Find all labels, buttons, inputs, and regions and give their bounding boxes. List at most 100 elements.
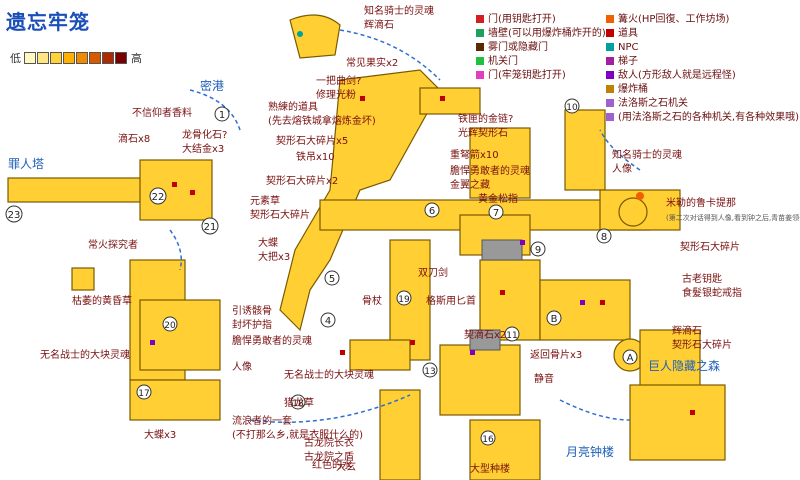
legend-item: 门(用钥匙打开): [476, 14, 556, 26]
item-label: 一把曲剑?: [316, 76, 362, 87]
legend-item: 法洛斯之石机关: [606, 98, 688, 110]
legend-item: 篝火(HP回復、工作坊场): [606, 14, 729, 26]
marker-9: 9: [530, 241, 546, 257]
legend-item: 墙壁(可以用爆炸桶炸开的): [476, 28, 606, 40]
item-label: 龙骨化石?: [182, 130, 228, 141]
item-label: 铁匣的金链?: [458, 114, 514, 125]
item-label: 古龙院之盾: [304, 452, 354, 463]
item-label: (先去熔铁城拿熔炼金坏): [268, 116, 376, 127]
place-yueguang-tower: 月亮钟楼: [566, 445, 615, 459]
item-label: 古老钥匙: [682, 274, 722, 285]
item-label: 大玄: [336, 462, 356, 473]
legend-text: 墙壁(可以用爆炸桶炸开的): [488, 28, 606, 39]
item-label: 人像: [612, 164, 632, 175]
scale-swatch: [24, 52, 36, 64]
legend-swatch-icon: [606, 43, 614, 51]
svg-text:17: 17: [138, 389, 149, 399]
item-label: 不信仰者香料: [132, 108, 192, 119]
svg-text:21: 21: [204, 222, 217, 233]
item-label: 辉滴石: [672, 326, 702, 337]
legend-swatch-icon: [606, 57, 614, 65]
scale-low-label: 低: [10, 52, 21, 65]
item-label: 契形石大碎片: [680, 242, 740, 253]
svg-text:19: 19: [398, 295, 410, 305]
item-label: 猎龙草: [284, 398, 314, 409]
legend-swatch-icon: [476, 43, 484, 51]
map-number-markers: 22 21 23 1 20 17 10 9 8 11 16 13 19 18 4…: [5, 98, 638, 446]
danger-scale: 低 高: [10, 50, 142, 66]
marker-11: 11: [504, 326, 520, 342]
svg-text:7: 7: [493, 208, 499, 219]
legend-swatch-icon: [476, 15, 484, 23]
item-label: 骨杖: [362, 296, 382, 307]
item-label: 双刀剑: [418, 268, 448, 279]
legend-text: 机关门: [488, 56, 518, 67]
marker-1: 1: [214, 106, 230, 122]
legend-item: 机关门: [476, 56, 518, 68]
legend-item: (用法洛斯之石的各种机关,有各种效果哦): [606, 112, 799, 124]
svg-text:20: 20: [164, 321, 176, 331]
scale-swatch: [63, 52, 75, 64]
marker-16: 16: [480, 430, 496, 446]
item-label: 返回骨片x3: [530, 350, 583, 361]
item-label: 铁吊x10: [296, 152, 335, 163]
marker-18: 18: [290, 394, 306, 410]
item-label: (第二次对话得到人像,看到钟之后,青苗姜领去看沒看): [666, 214, 800, 222]
legend-text: 门(用钥匙打开): [488, 14, 556, 25]
marker-7: 7: [488, 204, 504, 220]
svg-text:6: 6: [429, 206, 435, 217]
marker-21: 21: [201, 217, 219, 235]
scale-bar: [24, 52, 128, 64]
legend-text: 道具: [618, 28, 638, 39]
marker-23: 23: [5, 205, 23, 223]
legend-swatch-icon: [476, 57, 484, 65]
place-mijiang: 密港: [200, 79, 225, 93]
scale-high-label: 高: [131, 52, 142, 65]
legend-swatch-icon: [476, 29, 484, 37]
marker-8: 8: [596, 228, 612, 244]
item-label: 金翼之藏: [450, 180, 490, 191]
scale-swatch: [37, 52, 49, 64]
item-label: 辉滴石: [364, 20, 394, 31]
item-label: 封坏护指: [232, 320, 272, 331]
legend-swatch-icon: [606, 113, 614, 121]
map-legend: 门(用钥匙打开) 墙壁(可以用爆炸桶炸开的) 雾门或隐藏门机关门门(牢笼钥匙打开) 篝…: [468, 6, 799, 146]
item-label: 熟練的道具: [268, 102, 318, 113]
item-label: 知名骑士的灵魂: [612, 150, 682, 161]
svg-text:B: B: [551, 314, 558, 325]
legend-item: 爆炸桶: [606, 84, 648, 96]
legend-text: NPC: [618, 42, 639, 53]
svg-text:8: 8: [601, 232, 607, 243]
legend-swatch-icon: [476, 71, 484, 79]
legend-text: 门(牢笼钥匙打开): [488, 70, 566, 81]
map-paths: [169, 29, 641, 423]
item-label: 契形石大碎片: [672, 340, 732, 351]
marker-20: 20: [162, 316, 178, 332]
item-label: 大把x3: [258, 252, 291, 263]
item-label: 流浪者的一套: [232, 416, 292, 427]
svg-text:13: 13: [424, 367, 435, 377]
marker-B: B: [546, 310, 562, 326]
item-label: 食髮银蛇戒指: [682, 288, 742, 299]
svg-text:16: 16: [482, 435, 494, 445]
marker-19: 19: [396, 290, 412, 306]
legend-item: 雾门或隐藏门: [476, 42, 548, 54]
legend-item: 道具: [606, 28, 638, 40]
item-label: 膽悍勇敢者的灵魂: [232, 336, 312, 347]
item-label: 人像: [232, 362, 252, 373]
map-walls: [469, 239, 523, 351]
place-juren-forest: 巨人隐藏之森: [648, 359, 721, 373]
item-label: 引诱骸骨: [232, 306, 272, 317]
marker-10: 10: [564, 98, 580, 114]
item-label: 静音: [534, 374, 554, 385]
item-label: 枯萎的黄昏草: [72, 296, 132, 307]
svg-text:18: 18: [292, 399, 304, 409]
item-label: 膽悍勇敢者的灵魂: [450, 166, 530, 177]
scale-swatch: [115, 52, 127, 64]
legend-item: 梯子: [606, 56, 638, 68]
item-label: 红色的水: [312, 460, 352, 471]
marker-5: 5: [324, 270, 340, 286]
item-label: 常火探究者: [88, 240, 138, 251]
marker-22: 22: [149, 187, 167, 205]
